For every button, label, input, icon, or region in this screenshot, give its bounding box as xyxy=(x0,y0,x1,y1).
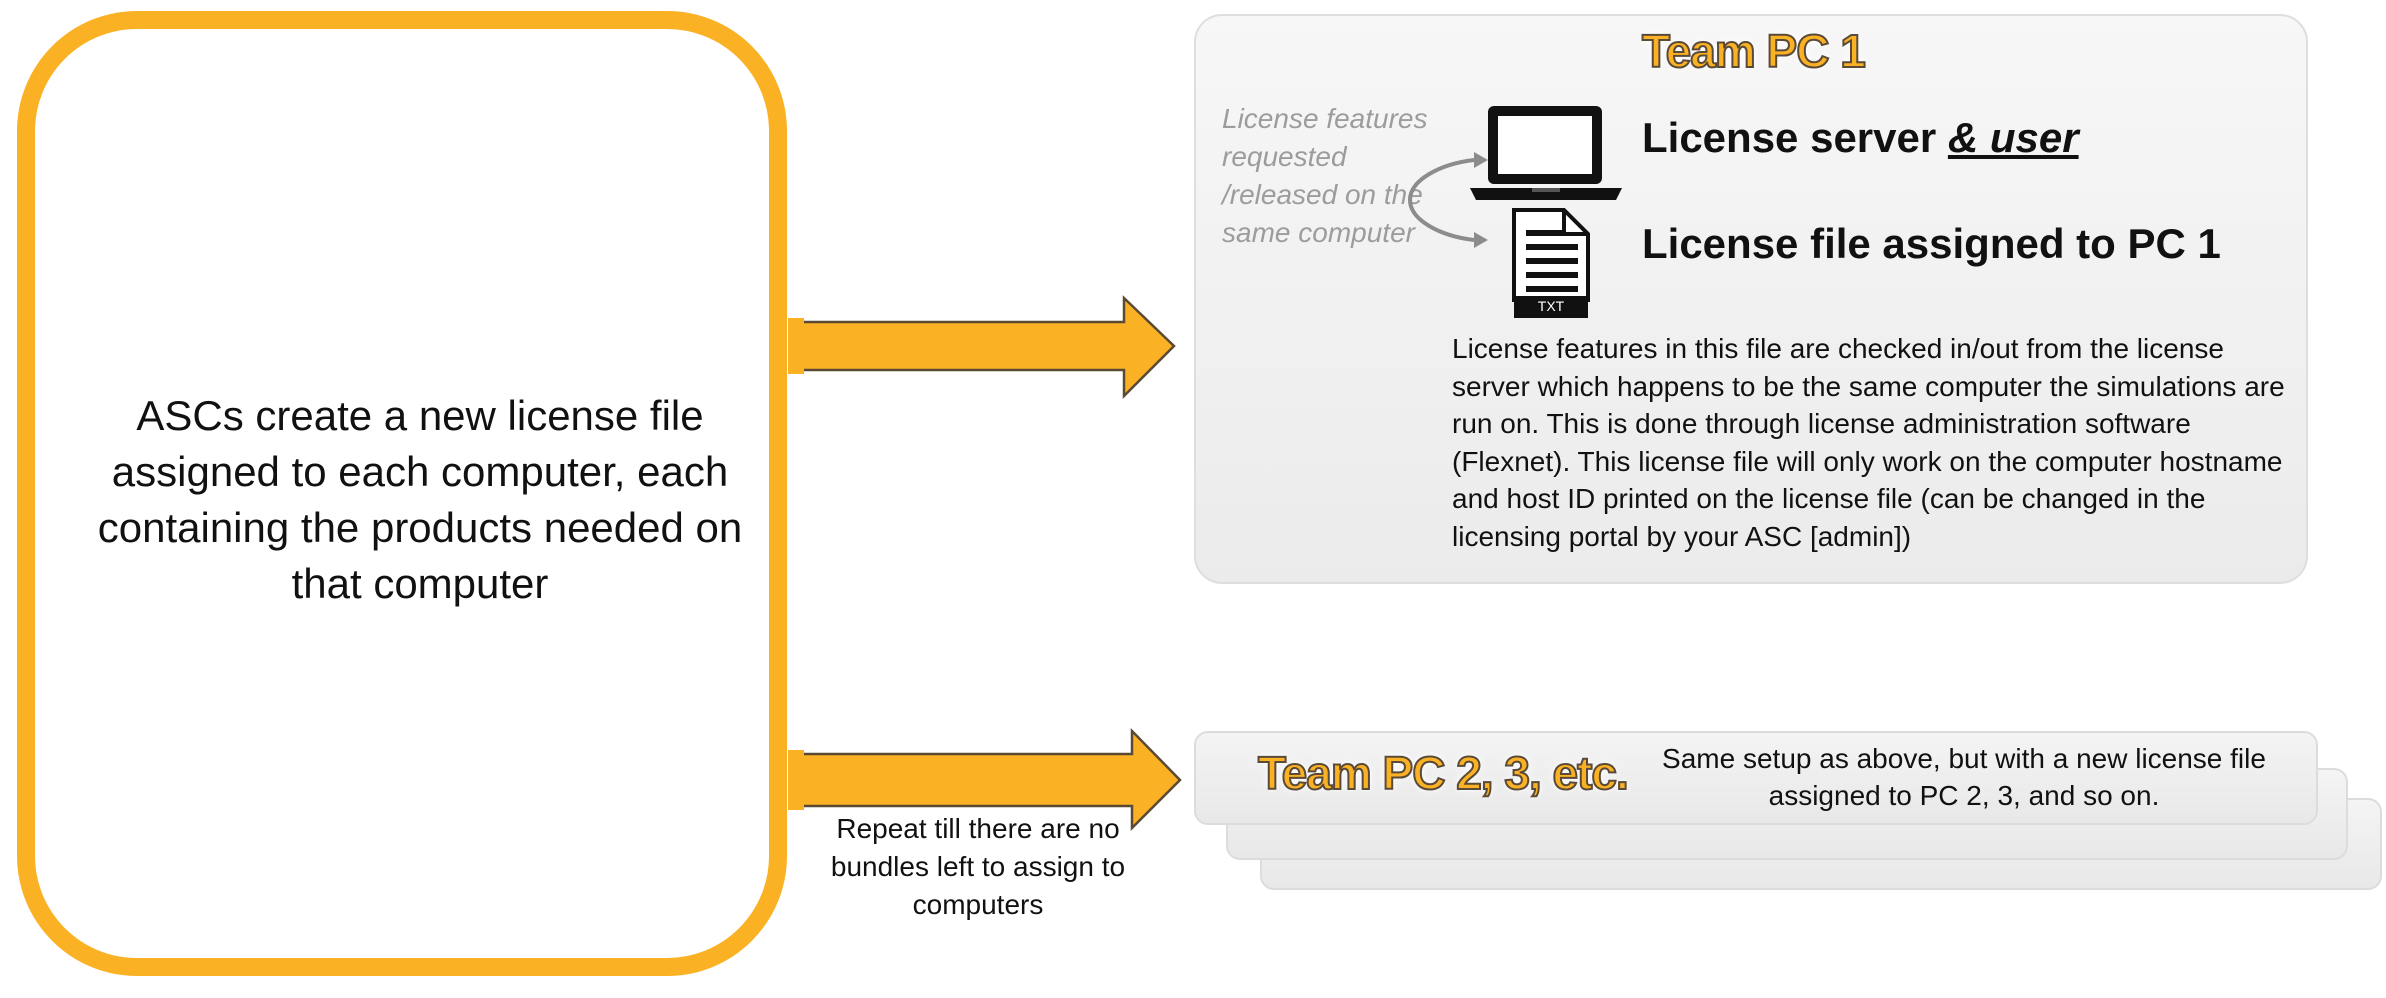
team-rest-description: Same setup as above, but with a new lice… xyxy=(1662,743,2266,811)
license-server-label-main: License server xyxy=(1642,114,1948,161)
arrow-to-pc1-shape xyxy=(798,295,1176,400)
laptop-icon xyxy=(1470,106,1622,200)
stack-card-front xyxy=(1194,731,2318,825)
license-server-label-emphasis: & user xyxy=(1947,114,2079,161)
left-process-box xyxy=(17,11,787,976)
team-pc1-title: Team PC 1 xyxy=(1641,24,1867,78)
left-box-text: ASCs create a new license file assigned … xyxy=(97,392,743,607)
license-server-label: License server & user xyxy=(1642,114,2079,162)
license-file-label: License file assigned to PC 1 xyxy=(1642,220,2221,267)
repeat-note: Repeat till there are no bundles left to… xyxy=(830,813,1126,920)
pc1-description: License features in this file are checke… xyxy=(1452,333,2285,552)
curved-double-arrow-icon xyxy=(1407,152,1488,248)
team-pc1-panel xyxy=(1194,14,2308,584)
team-rest-title: Team PC 2, 3, etc. xyxy=(1257,746,1630,800)
pc1-note: License features requested /released on … xyxy=(1222,103,1428,248)
txt-file-icon-label: TXT xyxy=(1514,296,1588,316)
